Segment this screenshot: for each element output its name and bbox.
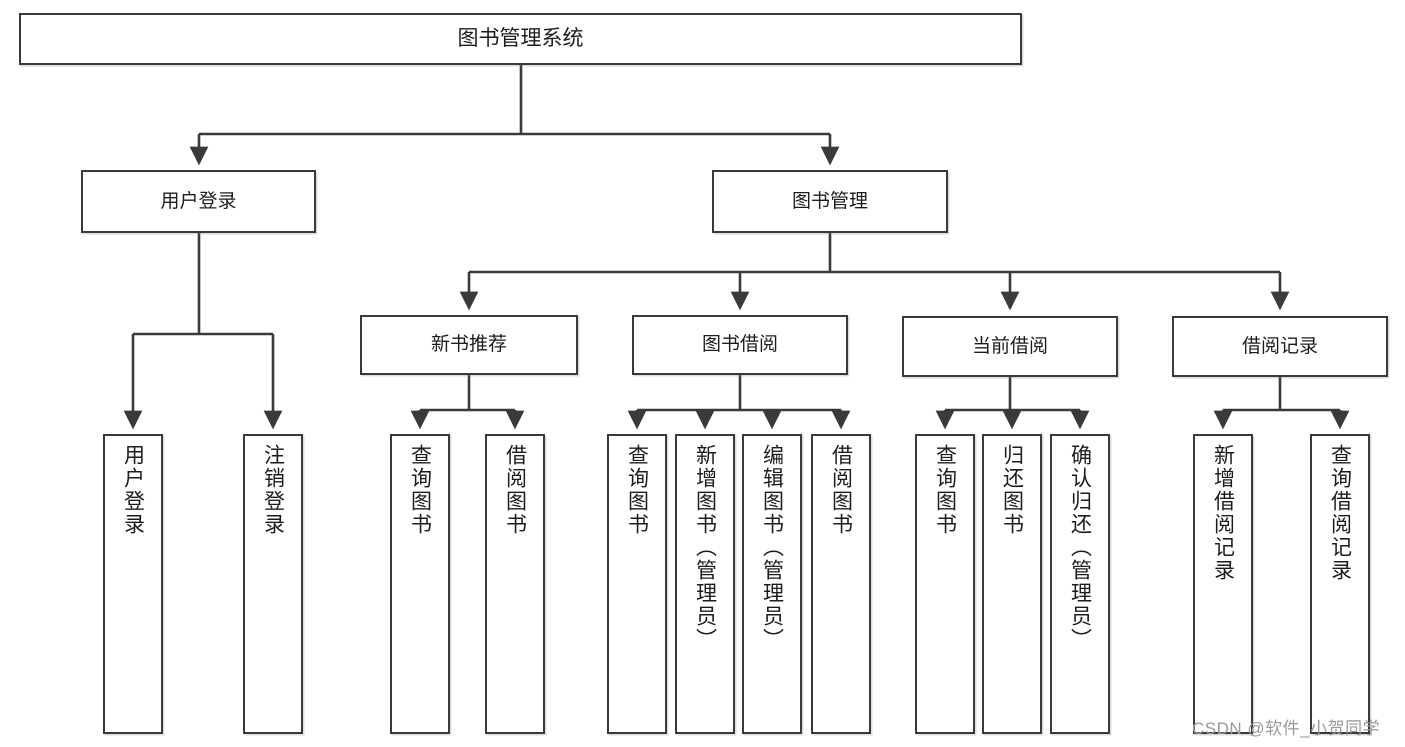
node-label: 确认归还（管理员） — [1068, 444, 1092, 651]
node-label: 图书借阅 — [701, 334, 778, 356]
leaf-edit-book[interactable]: 编辑图书（管理员） — [742, 434, 802, 734]
leaf-return-book[interactable]: 归还图书 — [982, 434, 1042, 734]
node-label: 归还图书 — [1000, 444, 1024, 536]
node-user-login[interactable]: 用户登录 — [81, 170, 316, 233]
node-label: 借阅记录 — [1241, 335, 1318, 357]
node-label: 新增图书（管理员） — [693, 444, 717, 651]
csdn-watermark: CSDN @软件_小贺同学 — [1192, 719, 1381, 738]
node-label: 用户登录 — [121, 444, 145, 536]
node-borrow-record[interactable]: 借阅记录 — [1172, 316, 1388, 377]
node-label: 查询借阅记录 — [1328, 444, 1352, 582]
node-root-book-management-system[interactable]: 图书管理系统 — [19, 13, 1022, 65]
leaf-logout[interactable]: 注销登录 — [243, 434, 303, 734]
leaf-borrow-book-1[interactable]: 借阅图书 — [485, 434, 545, 734]
leaf-user-login[interactable]: 用户登录 — [103, 434, 163, 734]
node-label: 图书管理系统 — [457, 27, 584, 51]
node-label: 查询图书 — [933, 444, 957, 536]
leaf-add-borrow-record[interactable]: 新增借阅记录 — [1193, 434, 1253, 734]
leaf-query-borrow-record[interactable]: 查询借阅记录 — [1310, 434, 1370, 734]
leaf-query-book-2[interactable]: 查询图书 — [607, 434, 667, 734]
node-label: 图书管理 — [791, 190, 868, 212]
node-label: 注销登录 — [261, 444, 285, 536]
node-label: 当前借阅 — [971, 335, 1048, 357]
node-label: 查询图书 — [408, 444, 432, 536]
leaf-borrow-book-2[interactable]: 借阅图书 — [811, 434, 871, 734]
node-label: 编辑图书（管理员） — [760, 444, 784, 651]
leaf-add-book[interactable]: 新增图书（管理员） — [675, 434, 735, 734]
leaf-query-book-1[interactable]: 查询图书 — [390, 434, 450, 734]
node-label: 用户登录 — [160, 190, 237, 212]
node-new-book-recommend[interactable]: 新书推荐 — [360, 315, 578, 375]
leaf-confirm-return[interactable]: 确认归还（管理员） — [1050, 434, 1110, 734]
leaf-query-book-3[interactable]: 查询图书 — [915, 434, 975, 734]
node-label: 新增借阅记录 — [1211, 444, 1235, 582]
node-book-management[interactable]: 图书管理 — [712, 170, 948, 233]
node-label: 借阅图书 — [503, 444, 527, 536]
node-label: 新书推荐 — [430, 334, 507, 356]
node-current-borrow[interactable]: 当前借阅 — [902, 316, 1118, 377]
node-book-borrow[interactable]: 图书借阅 — [632, 315, 848, 375]
node-label: 借阅图书 — [829, 444, 853, 536]
node-label: 查询图书 — [625, 444, 649, 536]
